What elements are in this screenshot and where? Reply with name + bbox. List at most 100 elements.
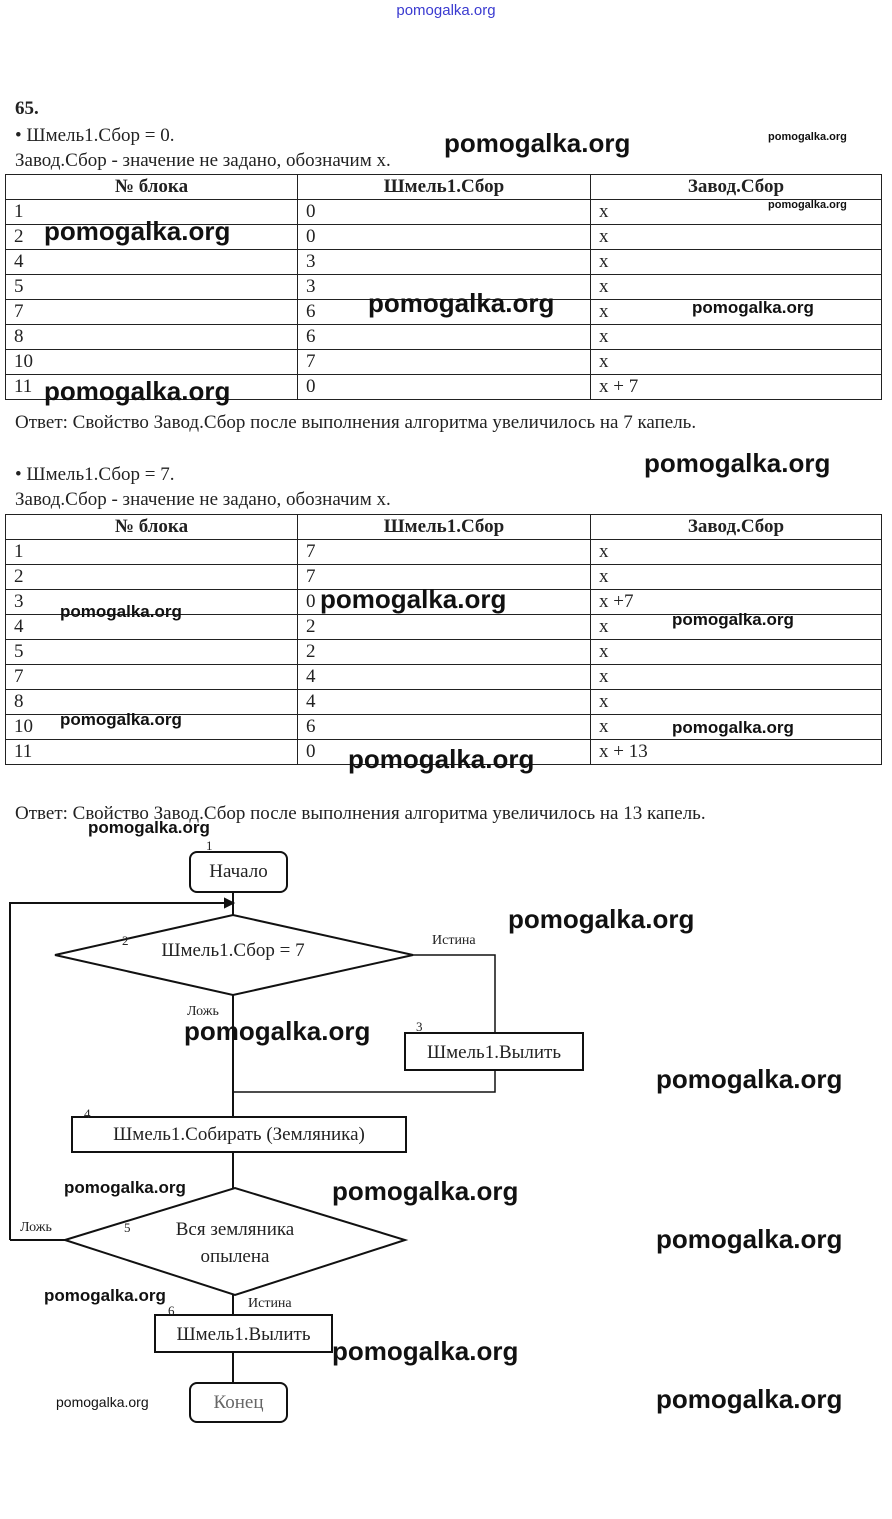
end-box (189, 1382, 288, 1423)
watermark: pomogalka.org (672, 718, 794, 737)
watermark: pomogalka.org (656, 1224, 843, 1254)
table-cell: 0 (297, 739, 591, 765)
condition1-label: Шмель1.Сбор = 7 (161, 940, 305, 961)
col-header: № блока (5, 174, 298, 200)
table-cell: 3 (297, 249, 591, 275)
block3-box (404, 1032, 584, 1071)
block6-label: Шмель1.Вылить (176, 1324, 311, 1345)
col-header: Завод.Сбор (590, 174, 882, 200)
block-number: 5 (124, 1220, 131, 1235)
condition2-line2: опылена (200, 1246, 270, 1267)
table-cell: x (590, 539, 882, 565)
site-header[interactable]: pomogalka.org (396, 2, 496, 19)
watermark: pomogalka.org (768, 131, 847, 143)
watermark: pomogalka.org (88, 818, 210, 837)
table-cell: x + 13 (590, 739, 882, 765)
end-label: Конец (213, 1392, 264, 1413)
table-cell: 5 (5, 274, 298, 300)
block-number: 6 (168, 1303, 175, 1318)
table-cell: 4 (297, 689, 591, 715)
watermark: pomogalka.org (184, 1016, 371, 1046)
block-number: 1 (206, 838, 213, 853)
merge-line (233, 1070, 496, 1093)
watermark: pomogalka.org (644, 448, 831, 478)
table-cell: x (590, 639, 882, 665)
block3-label: Шмель1.Вылить (426, 1042, 562, 1063)
table-cell: 4 (297, 664, 591, 690)
col-header: Завод.Сбор (590, 514, 882, 540)
watermark: pomogalka.org (320, 584, 507, 614)
case1-condition: • Шмель1.Сбор = 0. (15, 125, 175, 146)
watermark: pomogalka.org (44, 376, 231, 406)
block-number: 4 (84, 1106, 91, 1121)
watermark: pomogalka.org (332, 1336, 519, 1366)
watermark: pomogalka.org (60, 710, 182, 729)
watermark: pomogalka.org (768, 199, 847, 211)
table-cell: 5 (5, 639, 298, 665)
table-cell: 8 (5, 324, 298, 350)
case2-note: Завод.Сбор - значение не задано, обознач… (15, 489, 391, 510)
table-cell: 0 (297, 374, 591, 400)
true-branch-line (413, 954, 496, 1033)
table-cell: x (590, 324, 882, 350)
task-number: 65. (15, 98, 39, 119)
false-label: Ложь (187, 1004, 219, 1019)
table-cell: 11 (5, 739, 298, 765)
watermark: pomogalka.org (64, 1178, 186, 1197)
watermark: pomogalka.org (368, 288, 555, 318)
table-cell: x (590, 299, 882, 325)
table-cell: 7 (297, 564, 591, 590)
table-cell: 2 (5, 564, 298, 590)
table-cell: 7 (5, 664, 298, 690)
arrow-icon (224, 897, 236, 909)
table-cell: 6 (297, 714, 591, 740)
table-cell: x (590, 714, 882, 740)
start-label: Начало (209, 861, 268, 882)
table-cell: 10 (5, 349, 298, 375)
start-box (189, 851, 288, 893)
table-cell: x (590, 349, 882, 375)
case1-note: Завод.Сбор - значение не задано, обознач… (15, 150, 391, 171)
case2-answer: Ответ: Свойство Завод.Сбор после выполне… (15, 803, 706, 824)
watermark: pomogalka.org (656, 1384, 843, 1414)
case2-condition: • Шмель1.Сбор = 7. (15, 464, 175, 485)
false-label: Ложь (20, 1220, 52, 1235)
block6-box (154, 1314, 333, 1353)
watermark: pomogalka.org (672, 610, 794, 629)
table-cell: 4 (5, 614, 298, 640)
watermark: pomogalka.org (508, 904, 695, 934)
condition2-line1: Вся земляника (175, 1219, 295, 1240)
watermark: pomogalka.org (656, 1064, 843, 1094)
case1-condition-text: Шмель1.Сбор = 0. (26, 125, 175, 146)
condition2-diamond (61, 1186, 409, 1297)
block4-box (71, 1116, 407, 1153)
table-cell: 1 (5, 199, 298, 225)
watermark: pomogalka.org (44, 1286, 166, 1305)
table-cell: x (590, 199, 882, 225)
watermark: pomogalka.org (692, 298, 814, 317)
watermark: pomogalka.org (44, 216, 231, 246)
table-cell: x (590, 564, 882, 590)
loop-back-line (9, 902, 226, 1240)
watermark: pomogalka.org (332, 1176, 519, 1206)
table-cell: x + 7 (590, 374, 882, 400)
true-label: Истина (432, 933, 476, 948)
watermark: pomogalka.org (444, 128, 631, 158)
watermark: pomogalka.org (348, 744, 535, 774)
block4-label: Шмель1.Собирать (Земляника) (113, 1124, 365, 1145)
true-label: Истина (248, 1296, 292, 1311)
block-number: 2 (122, 933, 129, 948)
